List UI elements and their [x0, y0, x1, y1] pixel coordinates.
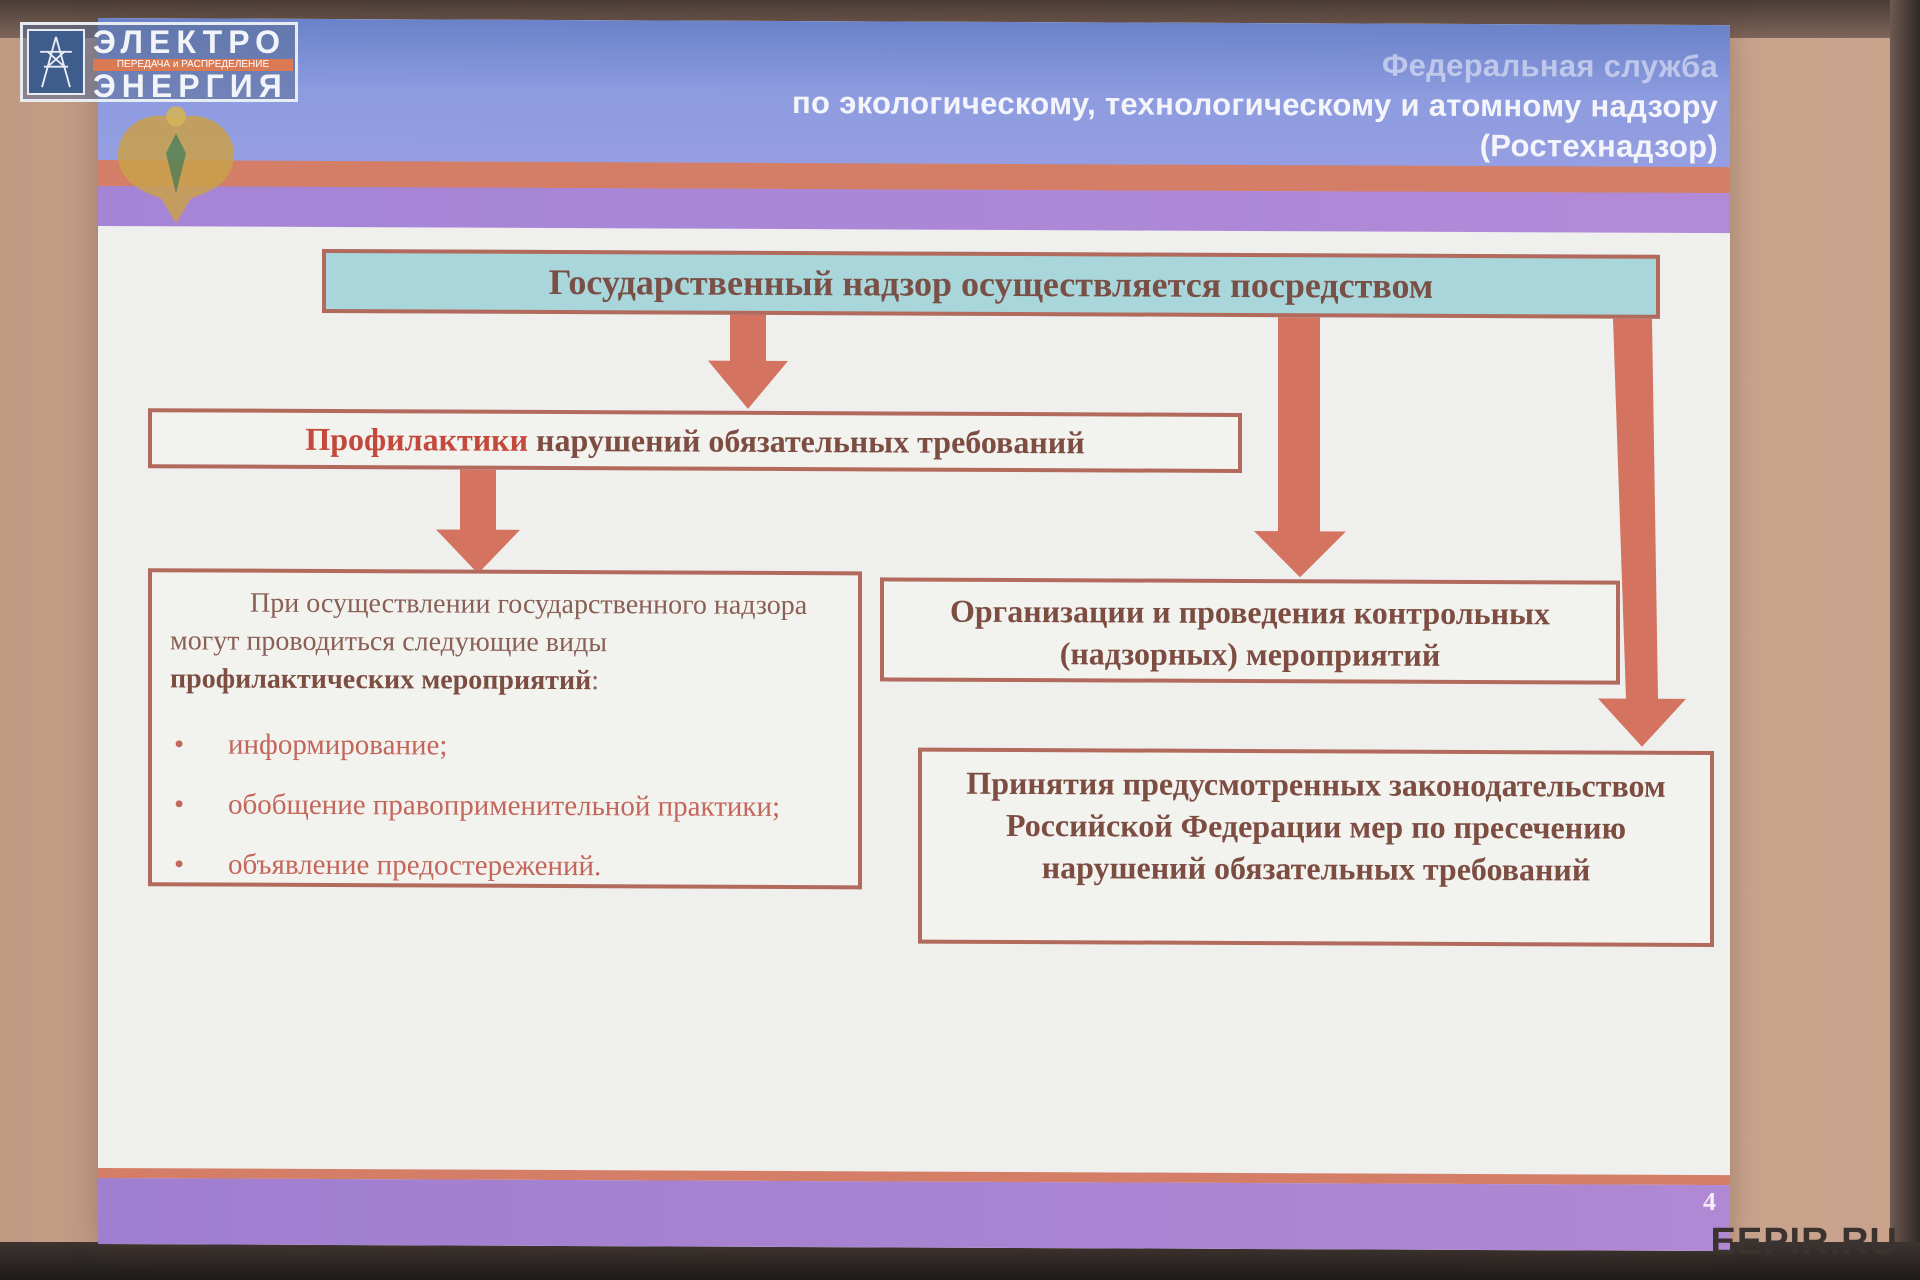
electroenergy-logo: ЭЛЕКТРО ПЕРЕДАЧА и РАСПРЕДЕЛЕНИЕ ЭНЕРГИЯ — [20, 22, 298, 102]
site-watermark: EEPIR.RU — [1710, 1221, 1898, 1263]
logo-word-energy: ЭНЕРГИЯ — [93, 68, 288, 104]
arrow-prevention-to-events — [436, 469, 520, 574]
eagle-emblem-icon — [117, 106, 235, 224]
list-item: обобщение правоприменительной практики; — [170, 774, 844, 837]
arrow-main-to-suppression — [1598, 318, 1686, 747]
presentation-slide: Федеральная служба по экологическому, те… — [98, 18, 1730, 1252]
control-measures-box: Организации и проведения контрольных (на… — [880, 577, 1620, 685]
room-right-edge — [1890, 0, 1920, 1280]
prevention-rest-text: нарушений обязательных требований — [528, 421, 1085, 461]
list-item: информирование; — [170, 714, 844, 777]
prevention-events-box: При осуществлении государственного надзо… — [148, 568, 862, 890]
events-intro: При осуществлении государственного надзо… — [170, 584, 844, 701]
events-list: информирование; обобщение правопримените… — [170, 714, 844, 897]
slide-number: 4 — [1703, 1187, 1716, 1217]
footer-stripe-violet — [98, 1178, 1730, 1252]
suppression-measures-box: Принятия предусмотренных законодательств… — [918, 747, 1714, 948]
arrow-main-to-control — [1254, 317, 1346, 578]
list-item: объявление предостережений. — [170, 834, 844, 897]
power-tower-icon — [27, 29, 85, 95]
logo-tagline: ПЕРЕДАЧА и РАСПРЕДЕЛЕНИЕ — [93, 59, 293, 71]
supervision-title-box: Государственный надзор осуществляется по… — [322, 248, 1660, 319]
events-intro-plain: При осуществлении государственного надзо… — [170, 587, 808, 659]
events-intro-bold: профилактических мероприятий — [170, 663, 592, 697]
events-intro-end: : — [591, 665, 600, 697]
prevention-box: Профилактики нарушений обязательных треб… — [148, 408, 1242, 473]
arrow-main-to-prevention — [708, 312, 788, 409]
diagram-arrows — [436, 312, 1686, 747]
prevention-accent-text: Профилактики — [305, 420, 529, 458]
logo-word-electro: ЭЛЕКТРО — [93, 24, 287, 60]
